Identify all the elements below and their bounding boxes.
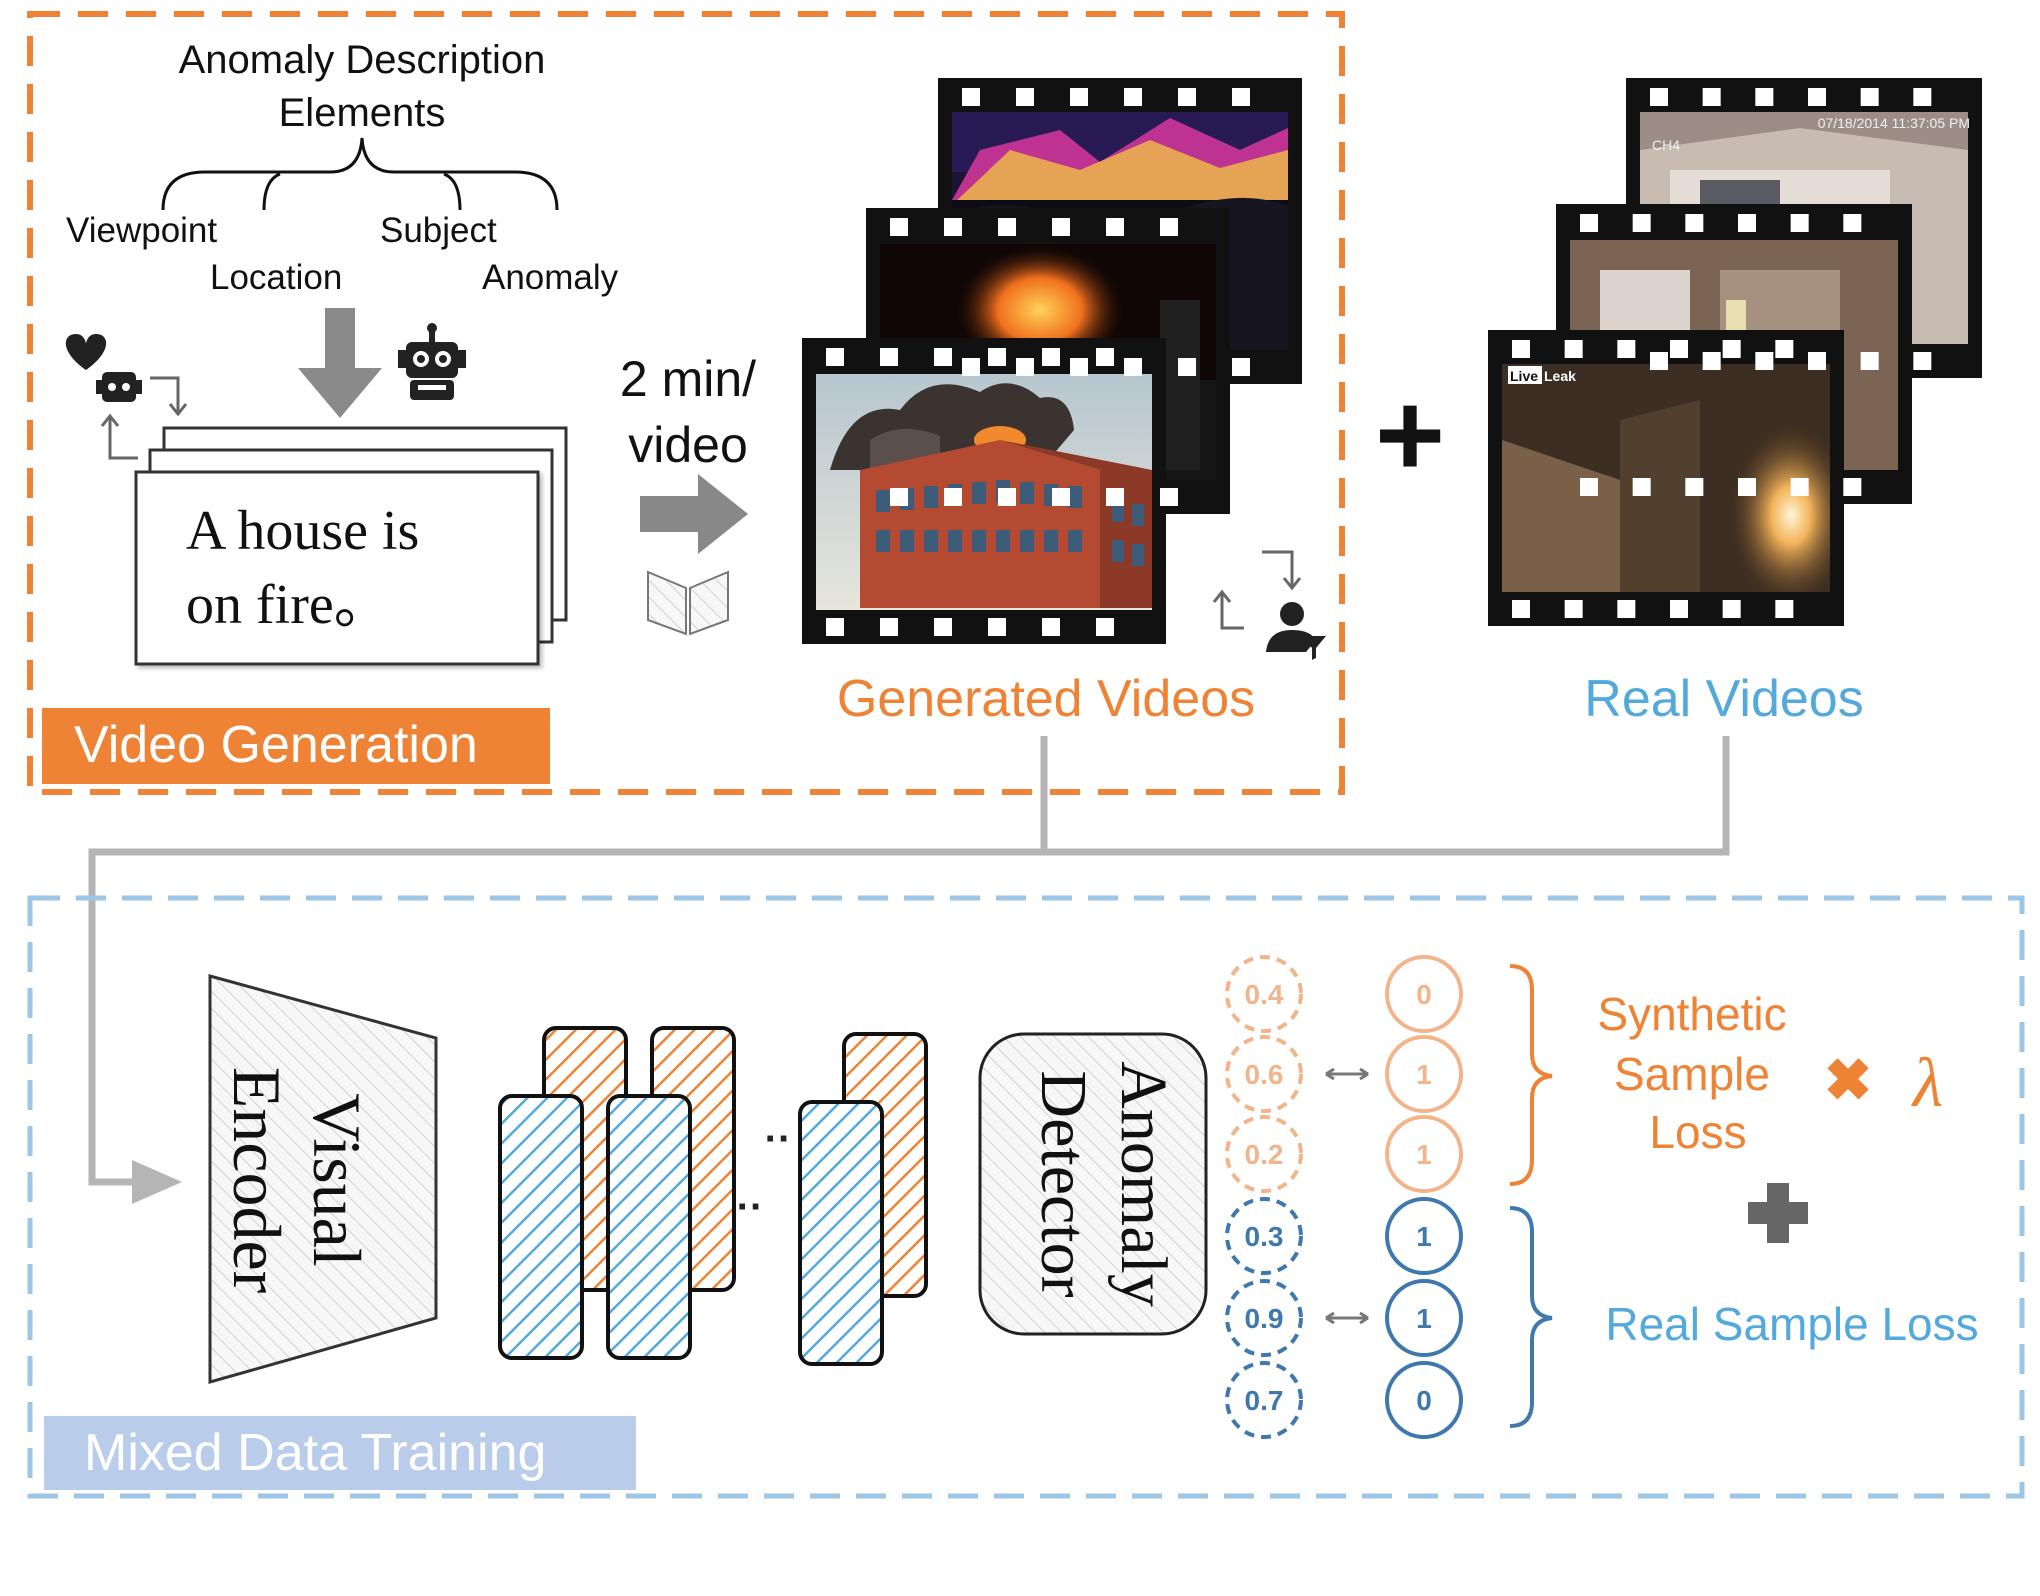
feature-block-real-2 <box>606 1094 692 1360</box>
ellipsis-bottom: ·· <box>737 1185 764 1229</box>
real-score-circle <box>1225 1361 1303 1439</box>
ellipsis-top: ·· <box>765 1117 792 1161</box>
feedback-arrows-icon <box>1212 550 1302 630</box>
real-score: 0.3 <box>1245 1221 1284 1252</box>
real-clip-liveleak <box>1488 330 1844 626</box>
elements-brace <box>161 137 559 211</box>
synthetic-label-circle <box>1385 1115 1463 1193</box>
prompt-line2: on fire。 <box>186 574 390 636</box>
element-anomaly: Anomaly <box>482 258 619 297</box>
liveleak-live: Live <box>1510 368 1538 384</box>
encoder-line2: Encoder <box>219 1067 295 1294</box>
synthetic-label-circle <box>1385 1035 1463 1113</box>
film-sprockets <box>826 348 1114 636</box>
real-label-circle <box>1385 1279 1463 1357</box>
real-label: 0 <box>1416 1385 1432 1416</box>
anomaly-detector <box>978 1032 1208 1336</box>
plus-loss-icon <box>1748 1183 1808 1243</box>
detector-line2: Detector <box>1027 1070 1100 1297</box>
real-score: 0.7 <box>1245 1385 1284 1416</box>
right-arrow-icon <box>640 474 748 554</box>
feature-block-real-1 <box>498 1094 584 1360</box>
small-robot-icon <box>96 372 142 402</box>
synthetic-score-circle <box>1225 955 1303 1033</box>
real-label: 1 <box>1416 1303 1432 1334</box>
synthetic-score-circle <box>1225 1115 1303 1193</box>
detector-line1: Anomaly <box>1107 1061 1180 1307</box>
synthetic-label: 1 <box>1416 1139 1432 1170</box>
generated-videos-label: Generated Videos <box>837 670 1255 728</box>
mixed-training-label: Mixed Data Training <box>84 1424 546 1482</box>
heart-icon <box>65 334 107 370</box>
element-viewpoint: Viewpoint <box>66 211 217 250</box>
prompt-cards <box>134 426 568 666</box>
synthetic-score-circle <box>1225 1035 1303 1113</box>
double-arrow-icon <box>1325 1311 1369 1325</box>
synthetic-score: 0.2 <box>1245 1139 1284 1170</box>
synthetic-score: 0.6 <box>1245 1059 1284 1090</box>
real-label-circle <box>1385 1361 1463 1439</box>
user-filter-icon <box>1266 602 1326 660</box>
real-label-circle <box>1385 1197 1463 1275</box>
encoder-line1: Visual <box>299 1093 375 1266</box>
plus-icon: + <box>1375 368 1445 502</box>
prompt-line1: A house is <box>186 500 419 562</box>
mixed-training-panel <box>27 895 2025 1499</box>
real-brace <box>1509 1206 1553 1428</box>
score-columns: 0.4 0.6 0.2 0 1 1 0.3 0.9 0.7 1 1 0 <box>1225 955 1463 1439</box>
rate-line1: 2 min/ <box>620 351 756 407</box>
video-generation-label-box <box>42 708 550 784</box>
synthetic-label-circle <box>1385 955 1463 1033</box>
feature-block-real-3 <box>798 1100 884 1366</box>
synthetic-brace <box>1509 964 1553 1186</box>
synthetic-loss-line2: Sample <box>1614 1048 1770 1100</box>
rate-line2: video <box>628 417 748 473</box>
real-score-circle <box>1225 1279 1303 1357</box>
synthetic-loss-line1: Synthetic <box>1597 988 1786 1040</box>
lambda-symbol: λ <box>1911 1045 1943 1122</box>
brace-tick-location <box>262 172 281 211</box>
film-sprockets <box>1580 214 1862 496</box>
real-videos-label: Real Videos <box>1584 670 1863 728</box>
element-location: Location <box>210 258 342 297</box>
cycle-arrows-icon <box>100 376 188 460</box>
brace-tick-subject <box>443 172 462 211</box>
elements-title-line1: Anomaly Description <box>179 38 546 82</box>
robot-icon <box>398 323 466 400</box>
double-arrow-icon <box>1325 1067 1369 1081</box>
video-generation-label: Video Generation <box>74 716 478 774</box>
down-arrow-icon <box>298 308 382 418</box>
book-icon <box>647 570 729 636</box>
film-sprockets <box>1650 88 1932 370</box>
connector-lines <box>88 736 1730 1186</box>
cctv-channel: CH4 <box>1652 137 1680 153</box>
real-loss-label: Real Sample Loss <box>1605 1298 1978 1350</box>
times-icon: ✖ <box>1824 1048 1873 1113</box>
film-sprockets <box>962 88 1250 376</box>
real-score-circle <box>1225 1197 1303 1275</box>
element-subject: Subject <box>380 211 497 250</box>
liveleak-leak: Leak <box>1544 368 1576 384</box>
visual-encoder <box>208 974 438 1384</box>
synthetic-loss-line3: Loss <box>1649 1106 1746 1158</box>
cctv-timestamp: 07/18/2014 11:37:05 PM <box>1818 115 1970 131</box>
generated-clip-building-fire <box>802 338 1166 644</box>
input-arrow-icon <box>132 1160 182 1204</box>
real-score: 0.9 <box>1245 1303 1284 1334</box>
synthetic-label: 0 <box>1416 979 1432 1010</box>
elements-title-line2: Elements <box>279 91 446 135</box>
video-generation-panel <box>27 11 1345 795</box>
film-sprockets <box>890 218 1178 506</box>
synthetic-score: 0.4 <box>1245 979 1284 1010</box>
synthetic-label: 1 <box>1416 1059 1432 1090</box>
film-sprockets <box>1512 340 1794 618</box>
real-label: 1 <box>1416 1221 1432 1252</box>
mixed-training-label-box <box>44 1416 636 1490</box>
feature-blocks <box>498 1026 928 1366</box>
